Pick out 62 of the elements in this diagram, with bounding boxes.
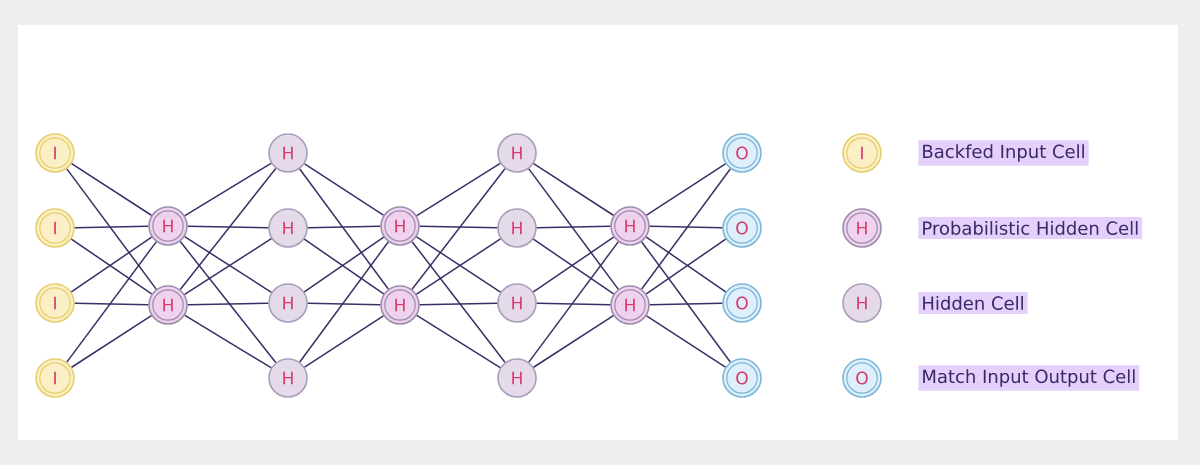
output-cell: O (722, 133, 762, 173)
connection-line (536, 302, 611, 306)
connection-line (66, 168, 157, 290)
connection-line (187, 302, 269, 306)
probabilistic-hidden-cell: H (610, 206, 650, 246)
probabilistic-hidden-cell: H (610, 285, 650, 325)
hidden-cell: H (268, 283, 308, 323)
legend-label: Hidden Cell (918, 292, 1028, 314)
connection-line (74, 225, 149, 229)
legend-label: Match Input Output Cell (918, 365, 1140, 391)
input-cell: I (35, 133, 75, 173)
probabilistic-hidden-cell: H (148, 206, 188, 246)
hidden-cell: H (268, 208, 308, 248)
connection-line (307, 302, 381, 306)
connection-line (416, 314, 501, 369)
connection-line (532, 163, 615, 216)
connection-line (528, 168, 619, 290)
connection-line (66, 241, 157, 363)
connection-line (532, 315, 615, 368)
connection-line (303, 163, 385, 216)
probabilistic-hidden-cell: H (148, 285, 188, 325)
connection-line (645, 163, 727, 216)
output-cell: O (722, 358, 762, 398)
connection-line (411, 167, 506, 291)
output-cell: O (722, 208, 762, 248)
output-cell: O (722, 283, 762, 323)
hidden-cell: H (497, 208, 537, 248)
connection-line (416, 162, 501, 217)
input-cell: I (35, 358, 75, 398)
connection-line (641, 168, 731, 290)
probabilistic-hidden-cell: H (380, 206, 420, 246)
hidden-cell: H (268, 133, 308, 173)
hidden-cell: H (497, 358, 537, 398)
connection-line (299, 241, 389, 363)
connection-line (299, 168, 389, 290)
connection-line (649, 225, 723, 229)
connection-line (184, 314, 272, 369)
legend-label: Backfed Input Cell (918, 140, 1089, 166)
hidden-cell: H (268, 358, 308, 398)
connection-line (528, 241, 619, 363)
connection-line (179, 240, 277, 364)
connection-line (184, 162, 272, 217)
connection-line (645, 315, 727, 368)
connection-line (411, 240, 506, 364)
connection-line (303, 315, 385, 368)
connection-line (70, 163, 153, 216)
connection-line (179, 167, 277, 291)
input-cell: I (35, 208, 75, 248)
legend-label: Probabilistic Hidden Cell (918, 217, 1143, 239)
input-cell: I (35, 283, 75, 323)
connection-line (307, 225, 381, 229)
connection-line (641, 241, 731, 363)
connection-line (419, 225, 498, 229)
probabilistic-hidden-cell: H (380, 285, 420, 325)
connection-line (187, 225, 269, 229)
connection-line (419, 302, 498, 306)
hidden-cell: H (497, 133, 537, 173)
hidden-cell: H (497, 283, 537, 323)
connection-line (536, 225, 611, 229)
connection-line (70, 315, 153, 368)
connection-line (649, 302, 723, 306)
connection-line (74, 302, 149, 306)
